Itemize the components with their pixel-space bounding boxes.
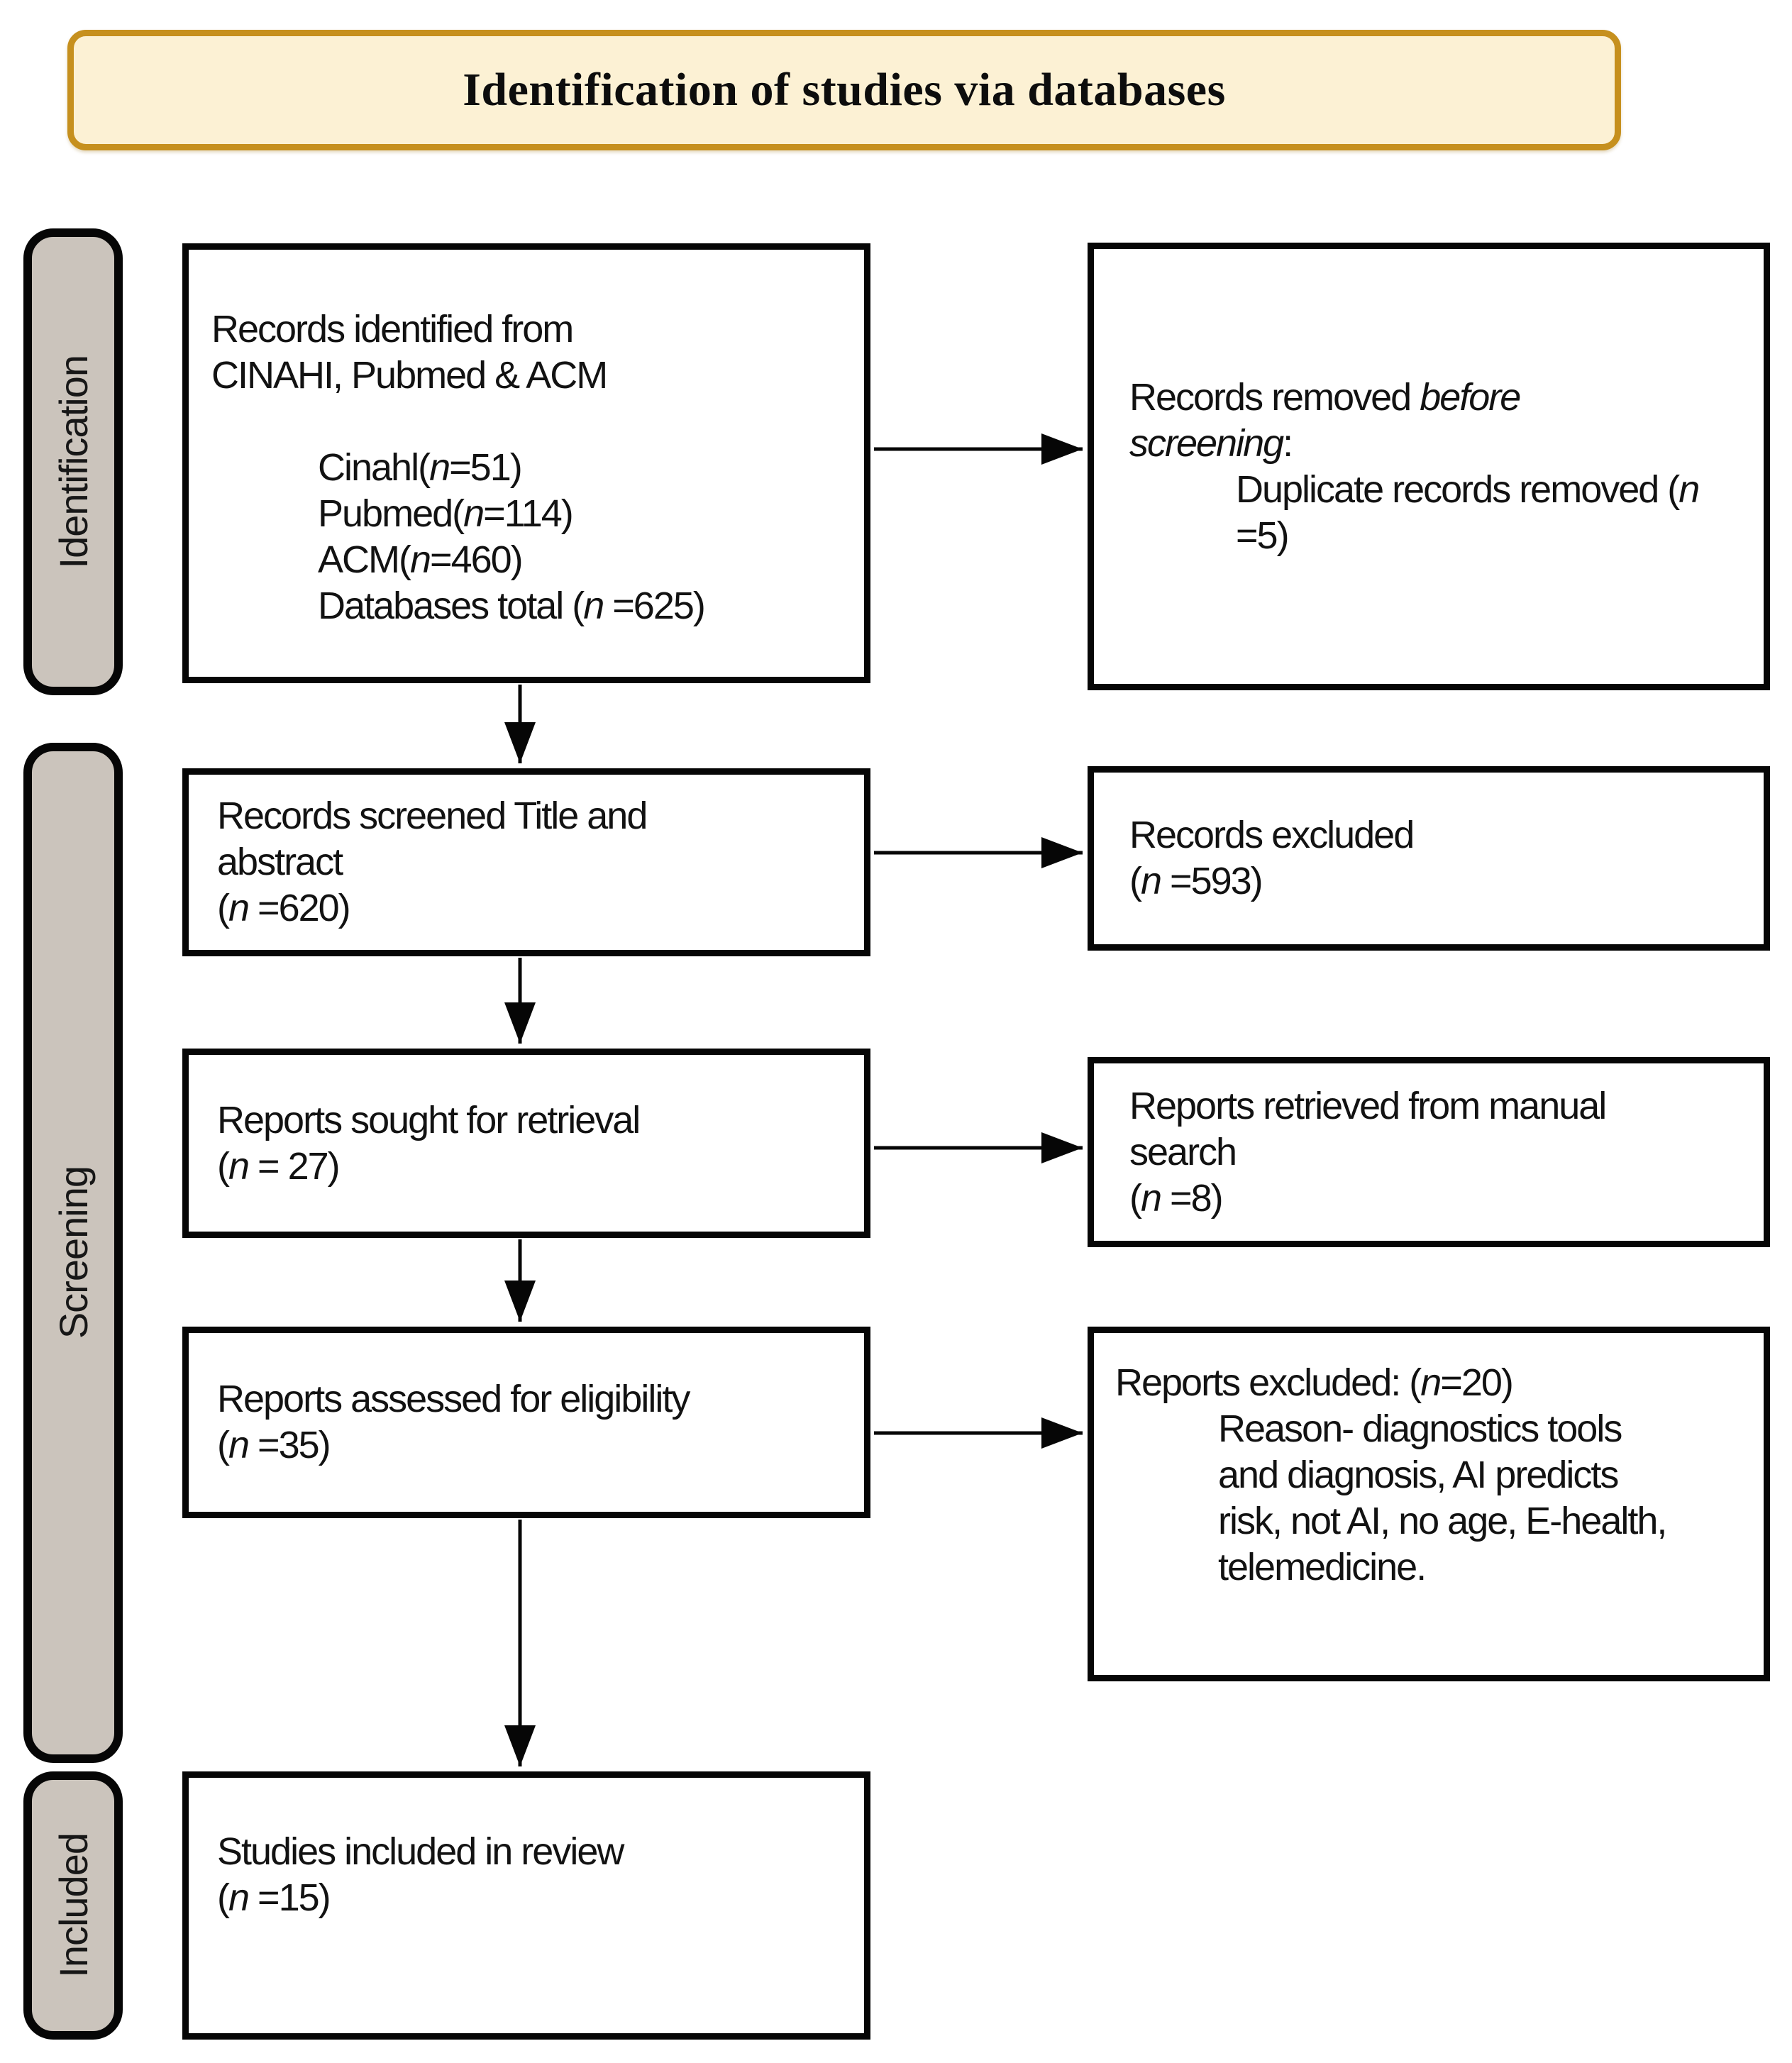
- studies-included-count: (n =15): [217, 1876, 331, 1919]
- records-identified-heading-1: Records identified from: [211, 308, 574, 350]
- reports-sought-count: (n = 27): [217, 1144, 341, 1188]
- spacer: [211, 399, 850, 445]
- box-records-screened: Records screened Title and abstract (n =…: [182, 768, 870, 956]
- stage-bar-screening: Screening: [23, 743, 123, 1763]
- reports-excluded-head: Reports excluded: (n=20): [1115, 1361, 1514, 1404]
- records-screened-line-2: abstract: [217, 841, 343, 883]
- reports-manual-line-2: search: [1129, 1130, 1237, 1173]
- reports-sought-line: Reports sought for retrieval: [217, 1098, 641, 1141]
- records-screened-count: (n =620): [217, 887, 351, 929]
- stage-bar-included: Included: [23, 1771, 123, 2040]
- records-screened-line-1: Records screened Title and: [217, 795, 648, 837]
- exclusion-reason-1: Reason- diagnostics tools: [1218, 1407, 1622, 1450]
- page-title: Identification of studies via databases: [463, 64, 1226, 116]
- reports-assessed-line: Reports assessed for eligibility: [217, 1378, 690, 1420]
- records-removed-line-1: Records removed before: [1129, 375, 1521, 419]
- records-excluded-line: Records excluded: [1129, 814, 1415, 856]
- count-acm: ACM(n=460): [318, 538, 524, 581]
- reports-manual-count: (n =8): [1129, 1176, 1224, 1219]
- count-cinahl: Cinahl(n=51): [318, 446, 523, 489]
- duplicate-records-line-2: =5): [1236, 514, 1290, 557]
- box-reports-sought: Reports sought for retrieval (n = 27): [182, 1049, 870, 1238]
- title-banner: Identification of studies via databases: [67, 30, 1621, 150]
- exclusion-reason-4: telemedicine.: [1218, 1546, 1427, 1588]
- stage-label-identification: Identification: [50, 355, 96, 569]
- box-records-removed: Records removed before screening: Duplic…: [1088, 243, 1770, 690]
- stage-bar-identification: Identification: [23, 228, 123, 695]
- records-removed-line-2: screening:: [1129, 421, 1293, 465]
- records-identified-heading-2: CINAHI, Pubmed & ACM: [211, 354, 608, 397]
- box-reports-assessed: Reports assessed for eligibility (n =35): [182, 1327, 870, 1518]
- stage-label-included: Included: [50, 1833, 96, 1978]
- count-pubmed: Pubmed(n=114): [318, 492, 574, 535]
- reports-manual-line-1: Reports retrieved from manual: [1129, 1084, 1607, 1127]
- reports-assessed-count: (n =35): [217, 1424, 331, 1466]
- stage-label-screening: Screening: [50, 1166, 96, 1339]
- box-records-identified: Records identified from CINAHI, Pubmed &…: [182, 243, 870, 683]
- box-reports-excluded: Reports excluded: (n=20) Reason- diagnos…: [1088, 1327, 1770, 1681]
- studies-included-line: Studies included in review: [217, 1830, 624, 1873]
- exclusion-reason-3: risk, not AI, no age, E-health,: [1218, 1500, 1667, 1542]
- duplicate-records-line-1: Duplicate records removed (n: [1236, 468, 1700, 511]
- count-databases-total: Databases total (n =625): [318, 585, 706, 627]
- records-excluded-count: (n =593): [1129, 860, 1263, 902]
- box-records-excluded: Records excluded (n =593): [1088, 766, 1770, 951]
- box-studies-included: Studies included in review (n =15): [182, 1771, 870, 2040]
- box-reports-manual-search: Reports retrieved from manual search (n …: [1088, 1057, 1770, 1247]
- exclusion-reason-2: and diagnosis, AI predicts: [1218, 1454, 1619, 1496]
